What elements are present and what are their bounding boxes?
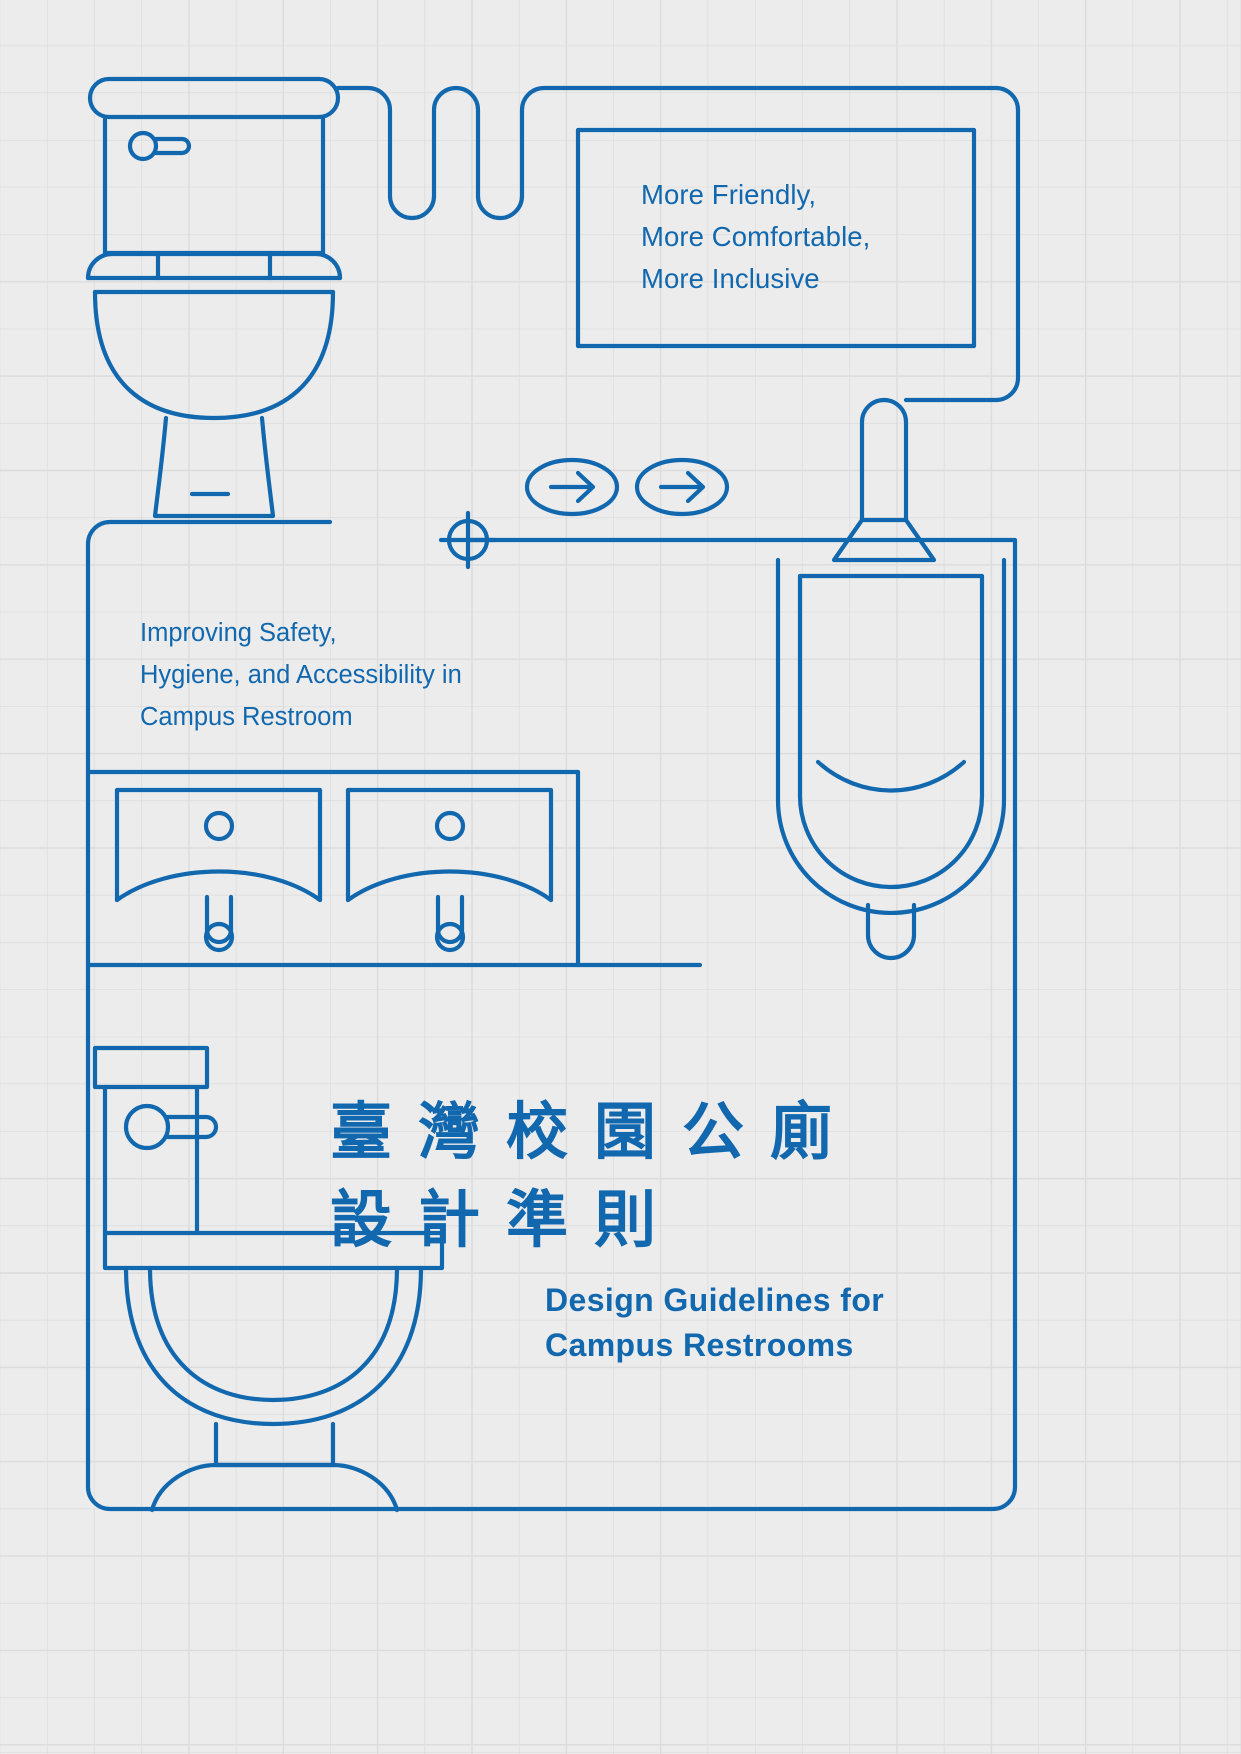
main-container-outline bbox=[85, 519, 1018, 1512]
bowl-body bbox=[92, 289, 336, 421]
headline-line-2: More Comfortable, bbox=[641, 221, 871, 252]
basin-left-body bbox=[114, 787, 323, 903]
basin-right-body bbox=[345, 787, 554, 903]
flush-handle-lever bbox=[153, 136, 192, 156]
urinal-basin-curve bbox=[815, 759, 967, 793]
urinal-trap bbox=[865, 902, 917, 961]
bottom-bowl-inner bbox=[147, 1265, 400, 1403]
headline-text: More Friendly, More Comfortable, More In… bbox=[641, 174, 971, 300]
urinal-illustration bbox=[775, 397, 1007, 961]
chinese-title-line-2: 設計準則 bbox=[330, 1183, 683, 1256]
chinese-title: 臺灣校園公廁 設計準則 bbox=[330, 1088, 950, 1264]
arrow-pill-2 bbox=[634, 457, 730, 517]
basin-right-drain bbox=[434, 810, 466, 842]
bottom-bowl-body bbox=[123, 1265, 424, 1427]
bottom-flush-knob bbox=[123, 1103, 171, 1151]
basin-left-tap bbox=[204, 894, 234, 945]
subheadline-line-1: Improving Safety, bbox=[140, 619, 337, 647]
flush-handle-knob bbox=[127, 130, 159, 162]
bottom-pedestal-foot bbox=[149, 1462, 400, 1513]
bottom-flush-lever bbox=[165, 1114, 219, 1140]
toilet-top-illustration bbox=[85, 76, 343, 519]
basin-left-drain bbox=[203, 810, 235, 842]
bottom-bowl-rim bbox=[102, 1230, 445, 1271]
bottom-tank-lid bbox=[92, 1045, 210, 1090]
urinal-inner-bowl bbox=[797, 573, 985, 890]
subheadline-text: Improving Safety, Hygiene, and Accessibi… bbox=[140, 612, 600, 738]
toilet-bottom-illustration bbox=[92, 1045, 445, 1513]
arrow-head-1 bbox=[575, 470, 596, 504]
subheadline-line-2: Hygiene, and Accessibility in bbox=[140, 661, 462, 689]
english-title-line-2: Campus Restrooms bbox=[545, 1327, 854, 1363]
arrow-head-2 bbox=[685, 470, 706, 504]
bottom-pedestal-neck bbox=[213, 1421, 336, 1468]
toilet-pedestal bbox=[152, 415, 276, 519]
subheadline-line-3: Campus Restroom bbox=[140, 703, 353, 731]
arrow-pill-1 bbox=[524, 457, 620, 517]
basin-right-illustration bbox=[345, 787, 554, 953]
urinal-flush-pipe-right bbox=[881, 397, 909, 523]
wavy-connector-pipe bbox=[335, 85, 1021, 403]
headline-frame-box bbox=[575, 127, 977, 349]
english-title-line-1: Design Guidelines for bbox=[545, 1282, 885, 1318]
headline-line-3: More Inclusive bbox=[641, 263, 820, 294]
headline-line-1: More Friendly, bbox=[641, 179, 817, 210]
basin-left-illustration bbox=[114, 787, 323, 953]
tank-body bbox=[102, 114, 326, 256]
basin-right-bowl-curve bbox=[345, 869, 554, 903]
english-title: Design Guidelines for Campus Restrooms bbox=[545, 1278, 1065, 1368]
basin-right-tap-knob bbox=[434, 921, 466, 953]
urinal-valve-cone bbox=[831, 517, 937, 563]
chinese-title-line-1: 臺灣校園公廁 bbox=[330, 1095, 859, 1168]
basin-left-tap-knob bbox=[203, 921, 235, 953]
basin-right-tap bbox=[435, 894, 465, 945]
basin-left-bowl-curve bbox=[114, 869, 323, 903]
bowl-rim-cap bbox=[85, 251, 343, 281]
urinal-flush-pipe-left bbox=[859, 397, 887, 523]
tank-lid bbox=[87, 76, 341, 120]
urinal-outer-bowl bbox=[775, 557, 1007, 916]
